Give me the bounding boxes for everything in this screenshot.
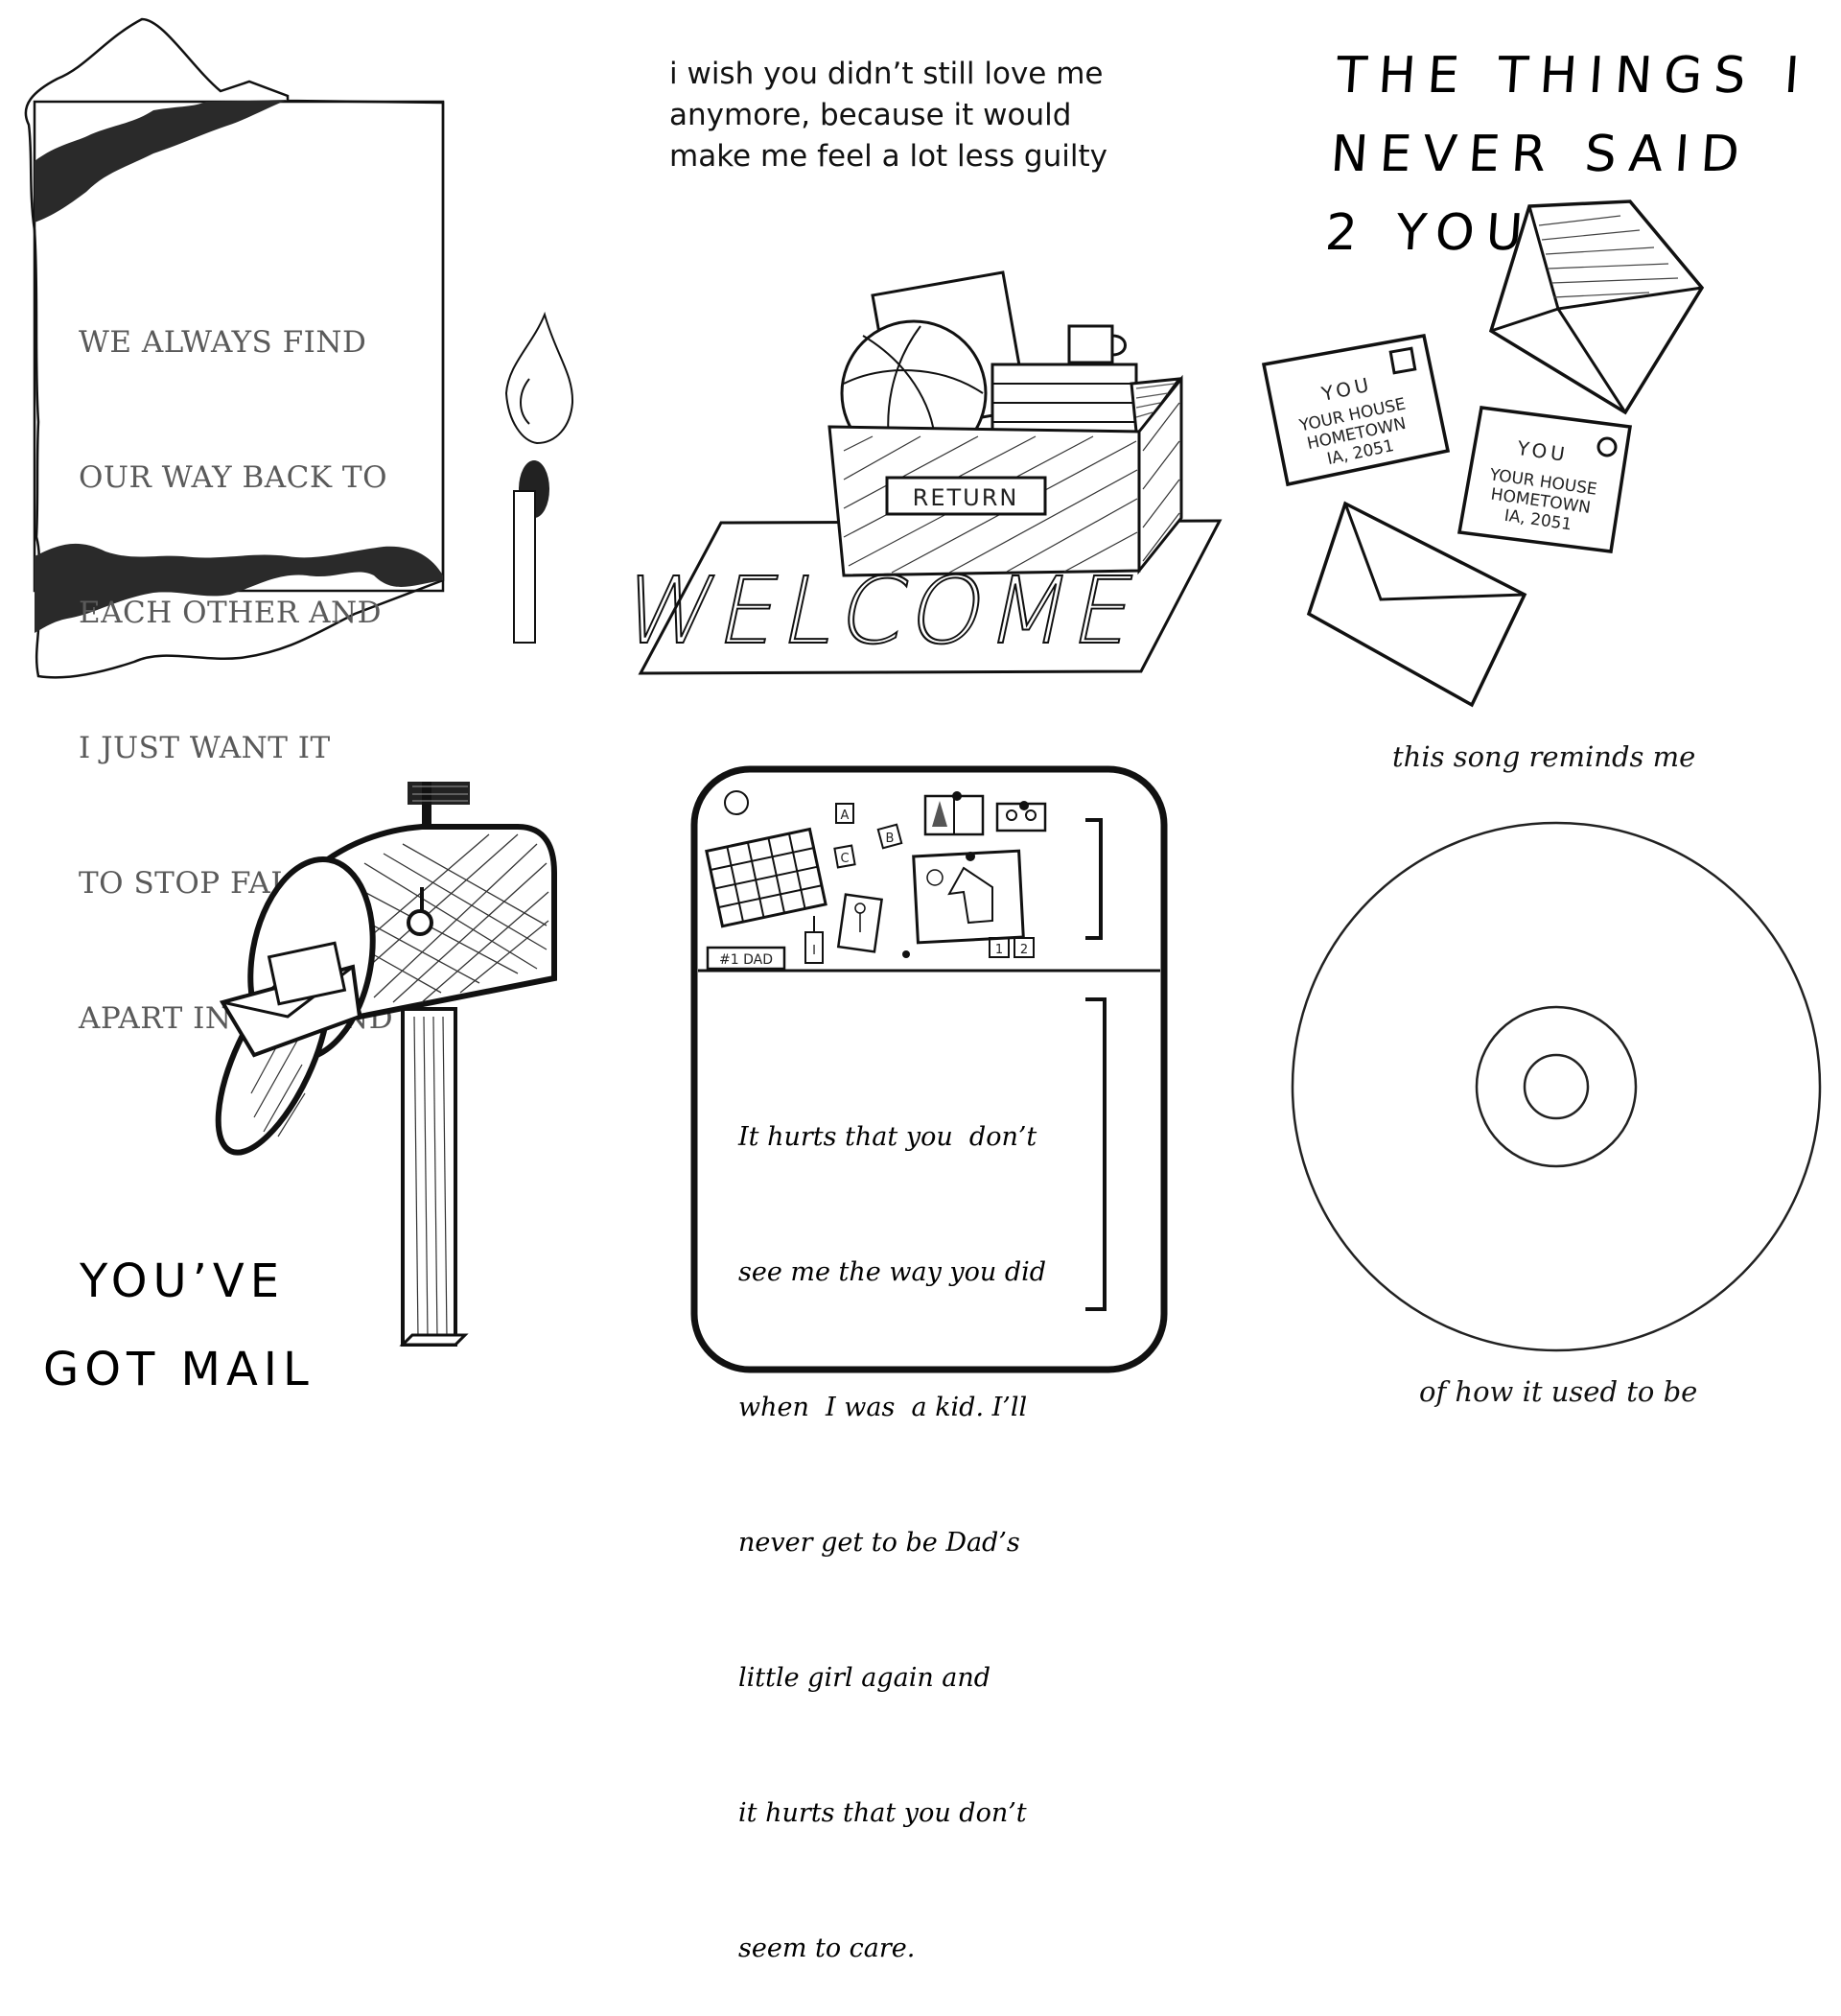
top-quote-line: i wish you didn’t still love me <box>669 57 1104 91</box>
mail-line: YOU’VE <box>80 1254 286 1308</box>
tag-i: I <box>812 944 816 958</box>
board-note-line: never get to be Dad’s <box>738 1528 1020 1558</box>
tag-2: 2 <box>1020 943 1028 957</box>
song-top-text: this song reminds me <box>1392 740 1696 773</box>
mailbox-illustration <box>0 782 1841 1423</box>
board-note-line: seem to care. <box>738 1934 916 1963</box>
board-note-line: little girl again and <box>738 1663 991 1693</box>
tag-b: B <box>886 832 895 846</box>
board-note-line: see me the way you did <box>738 1257 1047 1287</box>
cd-icon <box>0 0 1841 1423</box>
torn-note-line: WE ALWAYS FIND <box>79 325 367 360</box>
torn-note-line: EACH OTHER AND <box>79 596 382 630</box>
letters-illustration: YOU YOUR HOUSE HOMETOWN IA, 2051 YOU YOU… <box>0 0 1841 1423</box>
tag-1: 1 <box>995 943 1003 957</box>
top-quote-line: make me feel a lot less guilty <box>669 139 1107 174</box>
top-quote: i wish you didn’t still love me anymore,… <box>669 54 1107 177</box>
tag-dad: #1 DAD <box>719 952 773 968</box>
tag-c: C <box>840 852 849 866</box>
tag-a: A <box>841 809 850 823</box>
mail-line: GOT MAIL <box>43 1343 315 1396</box>
top-quote-line: anymore, because it would <box>669 98 1072 132</box>
board-note-line: when I was a kid. I’ll <box>738 1393 1028 1422</box>
song-bottom-text: of how it used to be <box>1419 1375 1698 1408</box>
board-note-line: it hurts that you don’t <box>738 1798 1027 1828</box>
box-label: RETURN <box>913 484 1019 511</box>
return-box-illustration: RETURN WELCOME <box>612 0 1841 1423</box>
torn-note-line: OUR WAY BACK TO <box>79 460 387 495</box>
board-note-line: It hurts that you don’t <box>738 1122 1037 1152</box>
welcome-mat-text: WELCOME <box>613 557 1151 665</box>
match-icon <box>0 0 1841 1423</box>
torn-paper-illustration <box>0 0 1841 1423</box>
board-frame: A C B I #1 DAD 1 2 <box>0 0 1841 1423</box>
torn-note-line: I JUST WANT IT <box>79 731 331 765</box>
youve-got-mail: YOU’VE GOT MAIL <box>43 1237 315 1414</box>
